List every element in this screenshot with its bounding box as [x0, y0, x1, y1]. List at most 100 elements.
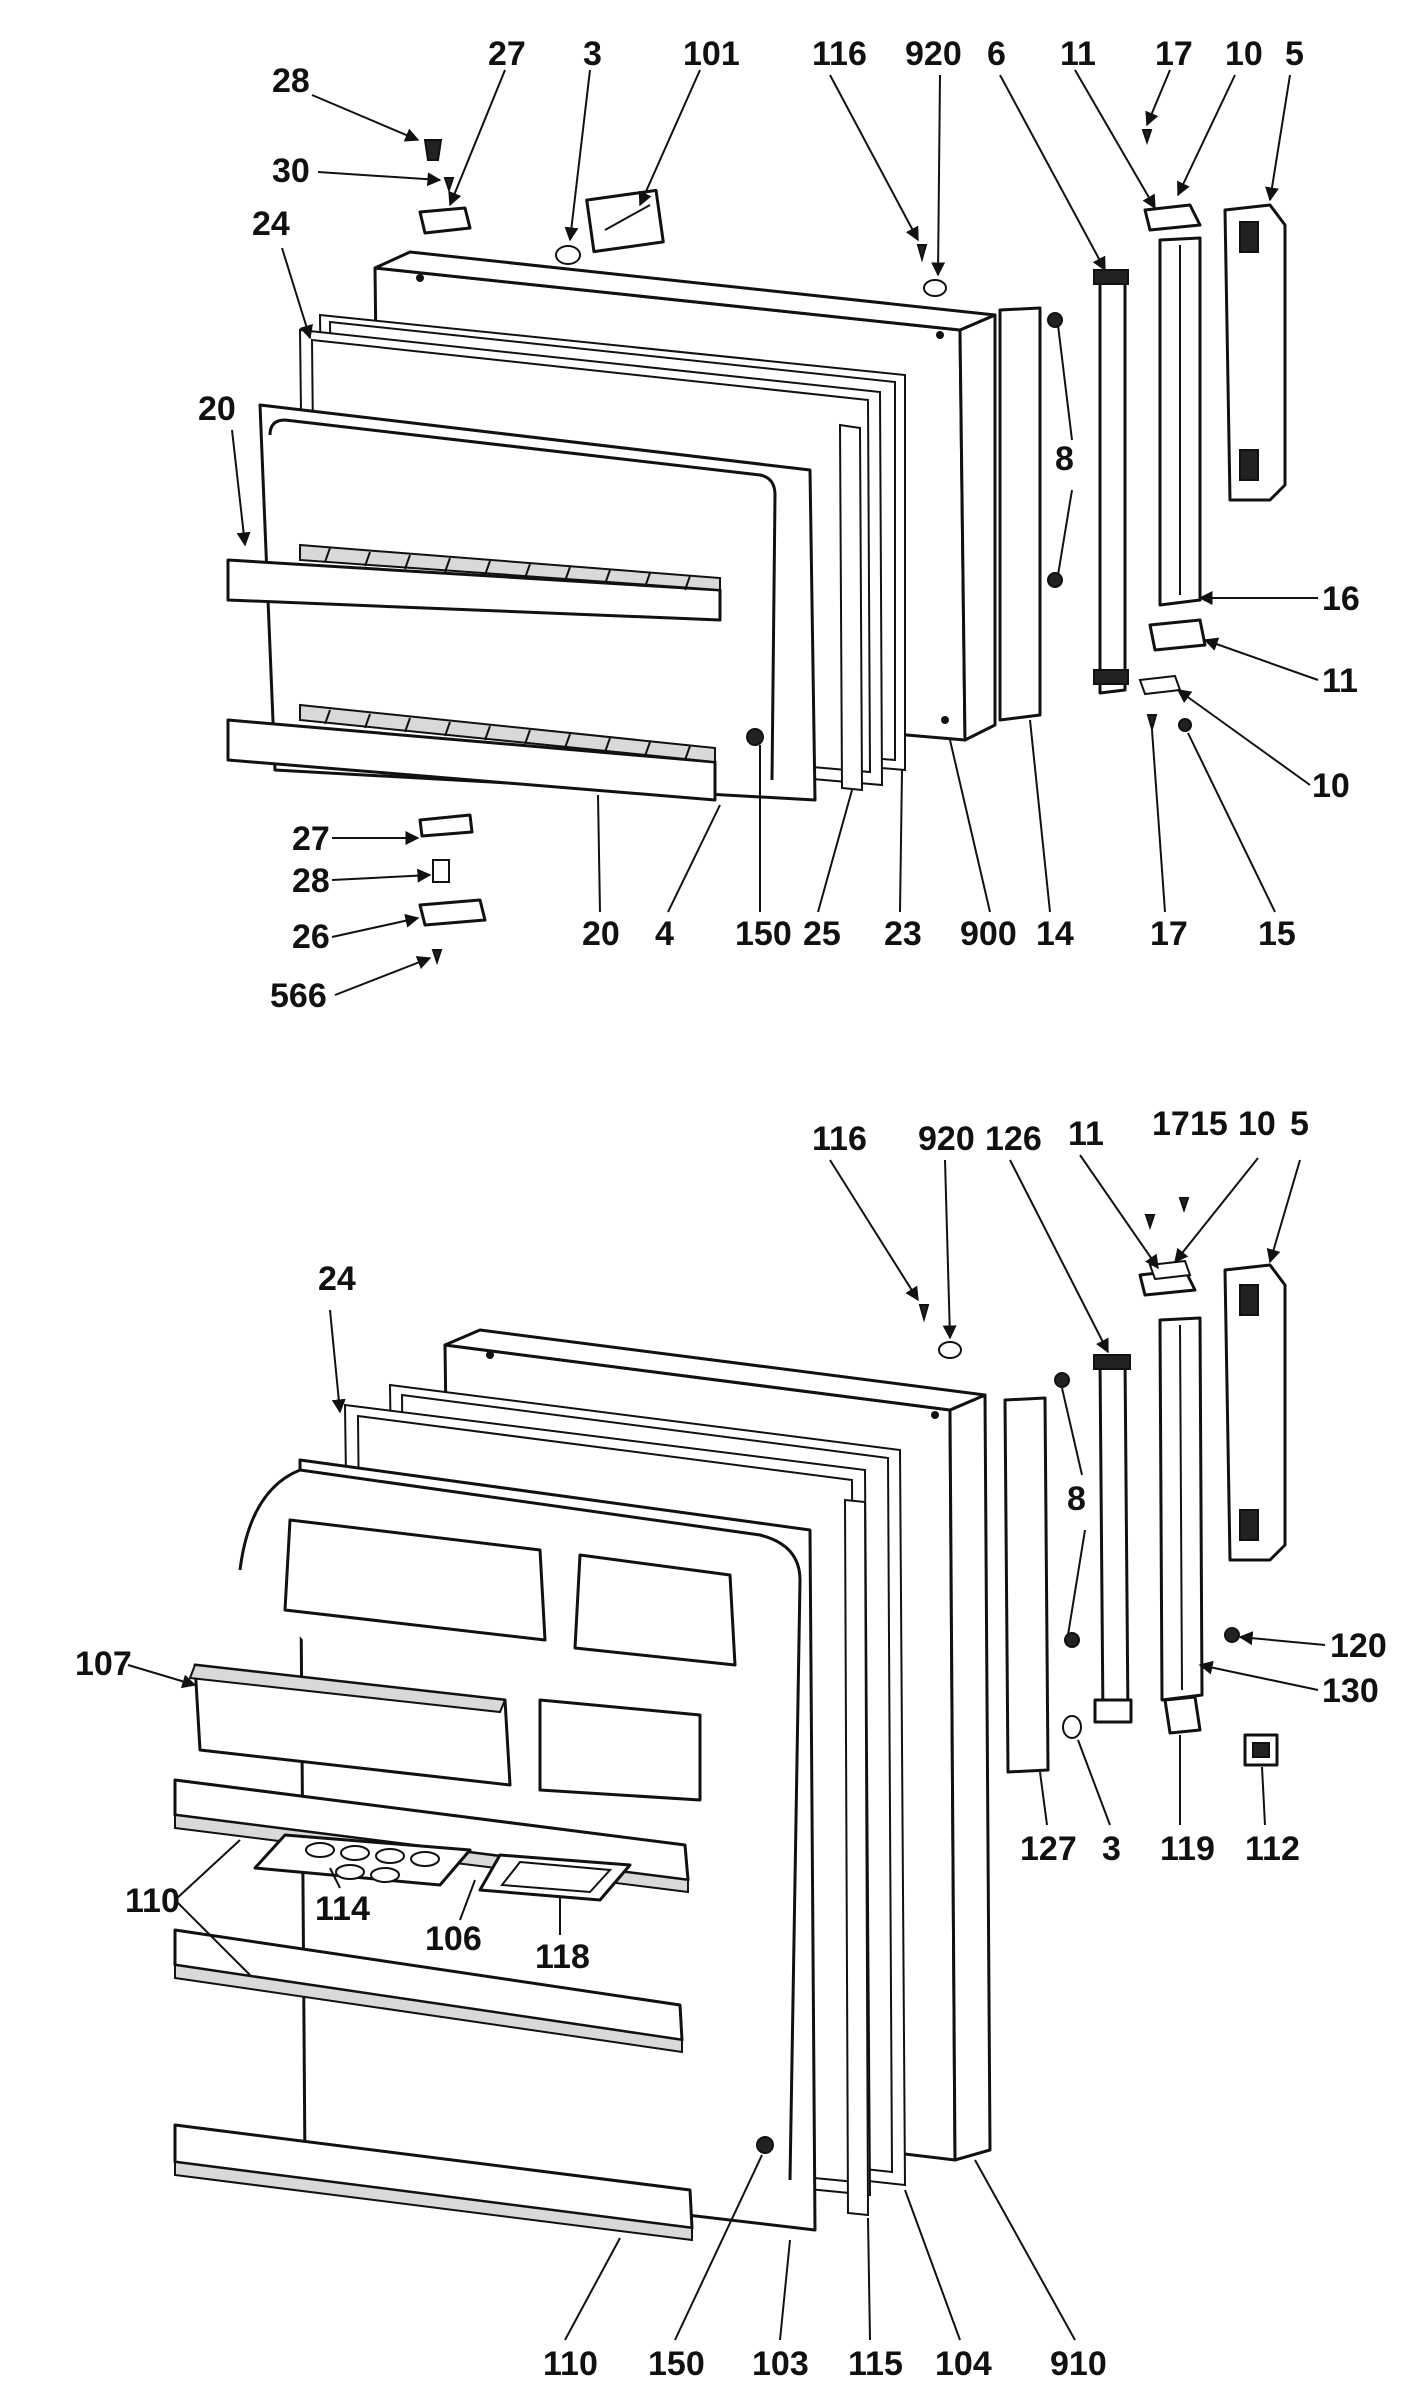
plug-3-upper [555, 245, 581, 265]
callout-lower-107: 107 [75, 1645, 132, 1683]
callout-lower-15: 15 [1190, 1105, 1228, 1143]
callout-lower-118: 118 [535, 1938, 590, 1976]
screw-150-upper [746, 728, 764, 746]
callout-labels-upper: 28 27 3 101 116 920 6 11 17 10 5 30 24 2… [198, 35, 1360, 1015]
hinge-block-27-upper [418, 206, 472, 235]
callout-upper-6: 6 [987, 35, 1006, 73]
pin-28-lower [432, 859, 450, 883]
callout-upper-116: 116 [812, 35, 867, 73]
handle-channel-130 [1158, 1316, 1204, 1702]
callout-upper-30: 30 [272, 152, 310, 190]
callout-lower-119: 119 [1160, 1830, 1215, 1868]
callout-upper-26: 26 [292, 918, 330, 956]
callout-lower-106: 106 [425, 1920, 482, 1958]
callout-lower-116: 116 [812, 1120, 867, 1158]
callout-upper-3: 3 [583, 35, 602, 73]
callout-lower-8: 8 [1067, 1480, 1086, 1518]
callout-upper-28-top: 28 [272, 62, 310, 100]
hinge-6 [1093, 269, 1129, 695]
callout-upper-16: 16 [1322, 580, 1360, 618]
nameplate-101 [585, 188, 665, 254]
callout-lower-10: 10 [1238, 1105, 1276, 1143]
callout-lower-130: 130 [1322, 1672, 1379, 1710]
screw-8-lower-b [1064, 1632, 1080, 1648]
callout-lower-103: 103 [752, 2345, 809, 2383]
callout-upper-10-top: 10 [1225, 35, 1263, 73]
screw-150-lower [756, 2136, 774, 2154]
callout-upper-20-bottom: 20 [582, 915, 620, 953]
washer-10-lower [1148, 1259, 1192, 1281]
callout-upper-900: 900 [960, 915, 1017, 953]
screw-30 [443, 177, 455, 194]
callout-upper-4: 4 [655, 915, 674, 953]
callout-upper-101: 101 [683, 35, 740, 73]
upper-door-assembly [226, 129, 1287, 966]
callout-upper-23: 23 [884, 915, 922, 953]
callout-lower-920: 920 [918, 1120, 975, 1158]
callout-upper-25: 25 [803, 915, 841, 953]
screw-28-upper [423, 139, 443, 161]
callout-lower-126: 126 [985, 1120, 1042, 1158]
plug-920-upper [923, 279, 947, 297]
screw-15-lower [1178, 1197, 1190, 1214]
screw-17-lower [1144, 1214, 1156, 1231]
handle-cap-11-bottom [1148, 618, 1207, 652]
hinge-bar-14 [998, 306, 1042, 722]
callout-upper-10-bottom: 10 [1312, 767, 1350, 805]
hinge-126 [1093, 1354, 1133, 1724]
screw-120 [1224, 1627, 1240, 1643]
callout-upper-11-bottom: 11 [1322, 662, 1358, 700]
callout-lower-150: 150 [648, 2345, 705, 2383]
callout-upper-920: 920 [905, 35, 962, 73]
callout-lower-114: 114 [315, 1890, 370, 1928]
callout-upper-24: 24 [252, 205, 290, 243]
callout-upper-15: 15 [1258, 915, 1296, 953]
callout-lower-120: 120 [1330, 1627, 1387, 1665]
handle-cap-11-top [1143, 203, 1202, 232]
callout-upper-28-bottom: 28 [292, 862, 330, 900]
handle-channel-16 [1158, 236, 1202, 607]
bracket-26 [418, 898, 487, 927]
callout-lower-112: 112 [1245, 1830, 1300, 1868]
plug-3-lower [1062, 1715, 1082, 1739]
hinge-bar-127 [1003, 1396, 1050, 1774]
dairy-door-107 [188, 1663, 702, 1802]
screw-17-upper-bottom [1146, 714, 1158, 733]
door-handle-5 [1223, 203, 1287, 502]
callout-lower-127: 127 [1020, 1830, 1077, 1868]
callout-lower-3: 3 [1102, 1830, 1121, 1868]
callout-upper-14: 14 [1036, 915, 1074, 953]
plug-920-lower [938, 1341, 962, 1359]
screw-116-upper [916, 244, 928, 263]
callout-lower-104: 104 [935, 2345, 992, 2383]
gasket-strip-115 [843, 1498, 870, 2217]
shelf-110-middle [173, 1928, 684, 2054]
egg-tray-114 [253, 1833, 472, 1887]
screw-15-upper [1178, 718, 1192, 732]
callout-lower-910: 910 [1050, 2345, 1107, 2383]
callout-upper-20-left: 20 [198, 390, 236, 428]
callout-upper-17-bottom: 17 [1150, 915, 1188, 953]
hinge-block-27-lower [418, 813, 474, 838]
callout-upper-27-top: 27 [488, 35, 526, 73]
callout-upper-11-top: 11 [1060, 35, 1096, 73]
callout-upper-5: 5 [1285, 35, 1304, 73]
callout-upper-8: 8 [1055, 440, 1074, 478]
door-handle-5-lower [1223, 1263, 1287, 1562]
screw-8-lower-a [1054, 1372, 1070, 1388]
shelf-ribs [324, 547, 691, 761]
lower-door-assembly [173, 1197, 1287, 2242]
screw-17-upper-top [1141, 129, 1153, 146]
callout-upper-150: 150 [735, 915, 792, 953]
tray-118 [478, 1853, 632, 1902]
callout-lower-17: 17 [1152, 1105, 1190, 1143]
callout-lower-5: 5 [1290, 1105, 1309, 1143]
screw-116-lower [918, 1304, 930, 1323]
leader-lines [127, 69, 1326, 2341]
callout-lower-110-left: 110 [125, 1882, 180, 1920]
callout-lower-115: 115 [848, 2345, 903, 2383]
callout-upper-566: 566 [270, 977, 327, 1015]
gasket-strip-25 [838, 423, 864, 792]
cap-112 [1243, 1733, 1279, 1767]
